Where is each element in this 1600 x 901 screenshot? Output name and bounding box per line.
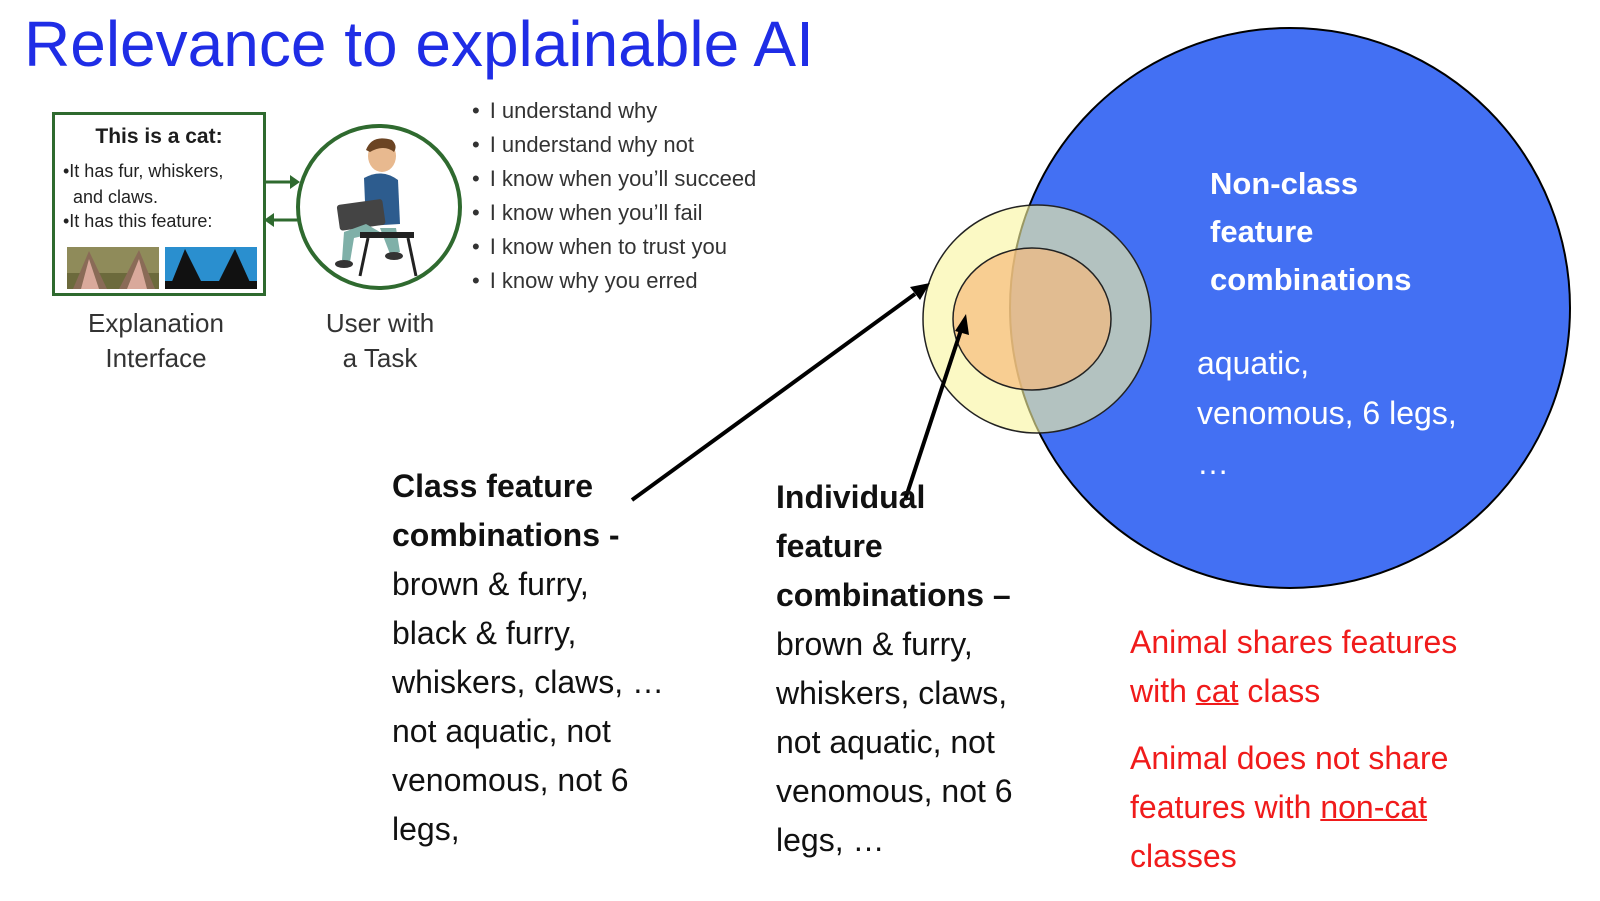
red-note-line-2: with cat class <box>1130 667 1457 716</box>
user-circle <box>296 124 462 290</box>
red-note-line-1: Animal shares features <box>1130 624 1458 660</box>
nonclass-title-line-2: feature <box>1210 214 1314 249</box>
class-line: whiskers, claws, … <box>392 664 665 700</box>
individual-heading-line-2: feature <box>776 528 883 564</box>
red-note-with: with <box>1130 673 1196 709</box>
red-note-cat-link: cat <box>1195 673 1239 709</box>
interface-user-arrows <box>264 175 300 227</box>
user-statements-list: I understand why I understand why not I … <box>472 94 757 298</box>
individual-heading-line-1: Individual <box>776 479 926 515</box>
red-note-line-5: classes <box>1130 838 1237 874</box>
class-arrow-head <box>910 283 930 300</box>
individual-feature-text: Individual feature combinations – brown … <box>776 473 1013 865</box>
class-line: not aquatic, not <box>392 713 611 749</box>
individual-line: legs, … <box>776 822 885 858</box>
red-note-line-3: Animal does not share <box>1130 740 1449 776</box>
class-line: venomous, not 6 <box>392 762 629 798</box>
explanation-caption-line-1: Explanation <box>88 308 224 338</box>
user-caption: User with a Task <box>300 306 460 376</box>
list-item: I understand why <box>472 94 756 128</box>
cat-ears-photo-black <box>165 247 257 289</box>
red-note-class: class <box>1238 673 1321 709</box>
list-item: I know why you erred <box>472 264 756 298</box>
user-caption-line-2: a Task <box>342 343 418 373</box>
explanation-line-fur-a: •It has fur, whiskers, <box>63 161 224 181</box>
slide-title: Relevance to explainable AI <box>24 8 814 80</box>
list-item: I understand why not <box>472 128 756 162</box>
red-note-noncat: non-cat <box>1320 789 1428 825</box>
explanation-interface-caption: Explanation Interface <box>56 306 256 376</box>
user-caption-line-1: User with <box>325 308 435 338</box>
red-note-features-with: features with <box>1130 789 1321 825</box>
class-heading-line-2: combinations - <box>392 517 620 553</box>
class-heading-line-1: Class feature <box>392 468 593 504</box>
individual-line: not aquatic, not <box>776 724 995 760</box>
explanation-line-fur: •It has fur, whiskers, and claws. <box>63 158 223 210</box>
list-item: I know when you’ll succeed <box>472 162 757 196</box>
cat-ears-photo-brown <box>67 247 159 289</box>
nonclass-title: Non-class feature combinations <box>1210 160 1412 304</box>
individual-heading-line-3: combinations – <box>776 577 1011 613</box>
individual-line: venomous, not 6 <box>776 773 1013 809</box>
explanation-caption-line-2: Interface <box>105 343 207 373</box>
list-item: I know when you’ll fail <box>472 196 756 230</box>
explanation-line-fur-b: and claws. <box>73 187 159 207</box>
class-line: black & furry, <box>392 615 577 651</box>
class-arrow <box>630 292 917 502</box>
nonclass-title-line-1: Non-class <box>1210 166 1359 201</box>
individual-arrow <box>903 329 963 501</box>
list-item: I know when to trust you <box>472 230 756 264</box>
class-line: brown & furry, <box>392 566 589 602</box>
class-feature-text: Class feature combinations - brown & fur… <box>392 462 664 854</box>
nonclass-example-1: aquatic, <box>1197 345 1310 381</box>
red-notes: Animal shares features with cat class An… <box>1130 618 1457 881</box>
individual-line: brown & furry, <box>776 626 973 662</box>
individual-arrow-head <box>955 314 969 335</box>
explanation-interface-box: This is a cat: •It has fur, whiskers, an… <box>52 112 266 296</box>
user-with-laptop-illustration <box>335 138 418 277</box>
nonclass-example-3: … <box>1197 445 1229 481</box>
explanation-heading: This is a cat: <box>95 125 223 148</box>
nonclass-title-line-3: combinations <box>1210 262 1412 297</box>
red-note-line-4: features with non-cat <box>1130 783 1457 832</box>
explanation-line-feature: •It has this feature: <box>63 211 213 231</box>
individual-feature-circle <box>952 247 1112 391</box>
nonclass-examples: aquatic, venomous, 6 legs, … <box>1197 338 1457 488</box>
class-line: legs, <box>392 811 460 847</box>
individual-line: whiskers, claws, <box>776 675 1008 711</box>
nonclass-example-2: venomous, 6 legs, <box>1197 395 1457 431</box>
